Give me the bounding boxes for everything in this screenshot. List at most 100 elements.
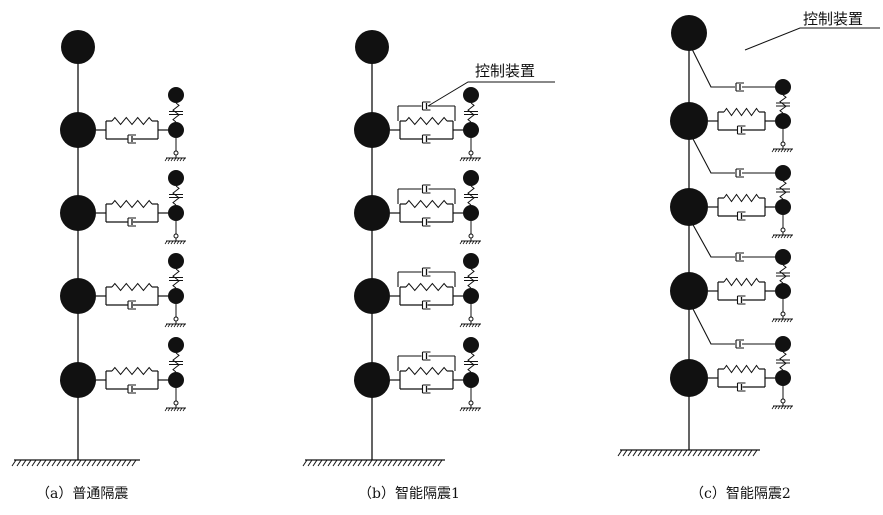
small-ground-tick xyxy=(468,240,472,245)
dashpot-cylinder xyxy=(736,252,744,262)
small-ground-tick xyxy=(462,323,466,328)
small-ground-tick xyxy=(465,240,469,245)
ground-tick xyxy=(722,449,728,457)
small-ground-tick xyxy=(182,407,186,412)
dashpot xyxy=(736,211,746,221)
ground-tick xyxy=(392,459,398,467)
ground-tick xyxy=(327,459,333,467)
secondary-oscillator xyxy=(771,79,793,153)
ground-tick xyxy=(747,449,753,457)
floor-mass xyxy=(670,102,708,140)
control-damper xyxy=(421,184,431,194)
vertical-spring xyxy=(779,180,787,200)
small-ground-tick xyxy=(173,157,177,162)
vertical-spring xyxy=(467,102,475,123)
small-ground-tick xyxy=(170,157,174,162)
control-link xyxy=(691,306,735,345)
pin-joint xyxy=(468,233,474,239)
dashpot-cylinder xyxy=(737,125,746,135)
small-ground-tick xyxy=(786,234,790,239)
spring xyxy=(111,366,153,376)
panel-c-smart-isolation-2 xyxy=(617,15,880,457)
ground-tick xyxy=(622,449,628,457)
secondary-oscillator xyxy=(164,170,186,245)
small-ground xyxy=(459,323,481,328)
floor-mass xyxy=(354,278,390,314)
ground-tick xyxy=(632,449,638,457)
small-ground-tick xyxy=(777,234,781,239)
ground-tick xyxy=(732,449,738,457)
control-link xyxy=(691,48,735,88)
pin-joint xyxy=(780,141,786,147)
upper-small-mass xyxy=(775,79,791,95)
ground-tick xyxy=(377,459,383,467)
control-device-label-b: 控制装置 xyxy=(475,62,536,80)
ground-tick xyxy=(126,459,132,467)
ground-tick xyxy=(96,459,102,467)
floor-mass xyxy=(60,278,96,314)
ground-tick xyxy=(432,459,438,467)
small-ground-tick xyxy=(468,157,472,162)
dashpot-cylinder xyxy=(422,300,431,310)
secondary-oscillator xyxy=(459,170,481,245)
isolation-element xyxy=(96,199,168,227)
small-ground-tick xyxy=(774,318,778,323)
ground-tick xyxy=(397,459,403,467)
ground-tick xyxy=(352,459,358,467)
ground-tick xyxy=(717,449,723,457)
ground-tick xyxy=(422,459,428,467)
small-ground-tick xyxy=(176,407,180,412)
small-ground-tick xyxy=(167,240,171,245)
secondary-oscillator xyxy=(164,87,186,162)
small-ground-tick xyxy=(465,323,469,328)
floor-mass xyxy=(60,362,96,398)
ground-tick xyxy=(667,449,673,457)
small-ground-tick xyxy=(777,405,781,410)
floor-mass xyxy=(354,112,390,148)
spring xyxy=(111,282,153,292)
spring xyxy=(111,199,153,209)
ground-tick xyxy=(677,449,683,457)
control-device xyxy=(691,306,776,349)
small-ground-tick xyxy=(786,318,790,323)
ground-tick xyxy=(41,459,47,467)
ground-tick xyxy=(752,449,758,457)
dashpot-cylinder xyxy=(422,384,431,394)
dashpot xyxy=(127,217,136,227)
small-ground-tick xyxy=(777,318,781,323)
secondary-oscillator xyxy=(164,337,186,412)
control-damper xyxy=(735,82,744,92)
small-ground-tick xyxy=(780,148,784,153)
dashpot-cylinder xyxy=(736,168,744,178)
secondary-oscillator xyxy=(771,249,793,323)
small-ground-tick xyxy=(170,407,174,412)
secondary-oscillator xyxy=(459,87,481,162)
small-ground-tick xyxy=(780,405,784,410)
small-ground-tick xyxy=(780,318,784,323)
floor-mass xyxy=(60,112,96,148)
control-damper xyxy=(735,252,744,262)
small-ground-tick xyxy=(771,148,775,153)
small-ground-tick xyxy=(179,240,183,245)
dashpot-cylinder xyxy=(128,384,136,394)
caption-c: （c）智能隔震2 xyxy=(690,486,791,502)
small-ground-tick xyxy=(471,323,475,328)
small-ground xyxy=(164,240,186,245)
vertical-spring xyxy=(779,264,787,284)
small-ground-tick xyxy=(176,240,180,245)
small-ground-tick xyxy=(780,234,784,239)
top-mass xyxy=(61,30,95,64)
spring xyxy=(723,277,760,287)
control-device xyxy=(397,101,456,121)
ground-tick xyxy=(322,459,328,467)
lower-small-mass xyxy=(775,199,791,215)
small-ground-tick xyxy=(182,240,186,245)
control-link xyxy=(691,222,735,258)
dashpot-cylinder xyxy=(736,339,744,349)
secondary-oscillator xyxy=(459,253,481,328)
vertical-spring xyxy=(779,351,787,371)
upper-small-mass xyxy=(775,249,791,265)
upper-small-mass xyxy=(463,87,479,103)
secondary-oscillator xyxy=(459,337,481,412)
small-ground xyxy=(771,148,793,153)
